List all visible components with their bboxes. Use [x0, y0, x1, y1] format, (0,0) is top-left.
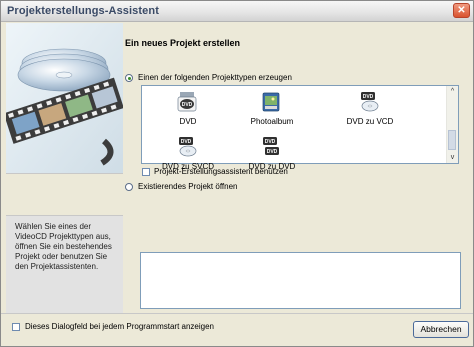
- dvd-to-svcd-icon: DVD: [179, 137, 197, 157]
- close-button[interactable]: ✕: [453, 3, 470, 18]
- create-project-radio[interactable]: [125, 74, 133, 82]
- cancel-button[interactable]: Abbrechen: [413, 321, 469, 338]
- scroll-down-arrow-icon[interactable]: v: [450, 154, 455, 161]
- svg-text:DVD: DVD: [267, 149, 278, 155]
- window-title: Projekterstellungs-Assistent: [7, 5, 159, 17]
- existing-project-list[interactable]: [140, 252, 461, 309]
- hero-image: [6, 23, 123, 174]
- project-type-dvd[interactable]: DVD DVD: [148, 91, 228, 139]
- tile-label: DVD zu DVD: [248, 162, 296, 171]
- tile-label: DVD zu VCD: [346, 117, 394, 126]
- open-project-label[interactable]: Existierendes Projekt öffnen: [138, 182, 238, 191]
- hint-text: Wählen Sie eines der VideoCD Projekttype…: [15, 222, 112, 271]
- startup-checkbox-label[interactable]: Dieses Dialogfeld bei jedem Programmstar…: [25, 322, 214, 331]
- svg-text:DVD: DVD: [363, 94, 374, 100]
- dvd-disc-icon: DVD: [177, 92, 197, 112]
- create-project-label[interactable]: Einen der folgenden Projekttypen erzeuge…: [138, 73, 292, 82]
- close-icon: ✕: [457, 5, 466, 16]
- film-reel-cd-icon: [6, 23, 123, 173]
- startup-checkbox[interactable]: [12, 323, 20, 331]
- photo-album-icon: [262, 92, 280, 112]
- open-project-radio[interactable]: [125, 183, 133, 191]
- wizard-checkbox-label[interactable]: Projekt-Erstellungsassistent benutzen: [154, 167, 288, 176]
- project-type-photoalbum[interactable]: Photoalbum: [232, 91, 312, 139]
- left-panel: Wählen Sie eines der VideoCD Projekttype…: [6, 23, 123, 313]
- svg-text:DVD: DVD: [181, 139, 192, 145]
- tile-label: Photoalbum: [250, 117, 294, 126]
- footer-divider: [1, 313, 473, 314]
- scroll-thumb[interactable]: [448, 130, 456, 150]
- page-heading: Ein neues Projekt erstellen: [125, 38, 241, 48]
- project-type-dvd-to-dvd[interactable]: DVD DVD DVD zu DVD: [232, 136, 312, 184]
- tile-label: DVD zu SVCD: [161, 162, 214, 171]
- dvd-to-vcd-icon: DVD: [361, 92, 379, 112]
- project-type-list[interactable]: DVD DVD Photoalbum DVD DVD zu VCD: [141, 85, 459, 171]
- tile-label: DVD: [179, 117, 197, 126]
- hint-panel: Wählen Sie eines der VideoCD Projekttype…: [6, 215, 123, 313]
- project-type-dvd-to-svcd[interactable]: DVD DVD zu SVCD: [148, 136, 228, 184]
- svg-text:DVD: DVD: [182, 102, 193, 108]
- project-type-dvd-to-vcd[interactable]: DVD DVD zu VCD: [330, 91, 410, 139]
- title-bar[interactable]: Projekterstellungs-Assistent ✕: [1, 1, 473, 22]
- scroll-up-arrow-icon[interactable]: ^: [450, 88, 455, 95]
- svg-text:DVD: DVD: [265, 139, 276, 145]
- list-scrollbar[interactable]: ^ v: [446, 86, 458, 163]
- dvd-to-dvd-icon: DVD DVD: [263, 137, 279, 155]
- wizard-checkbox[interactable]: [142, 168, 150, 176]
